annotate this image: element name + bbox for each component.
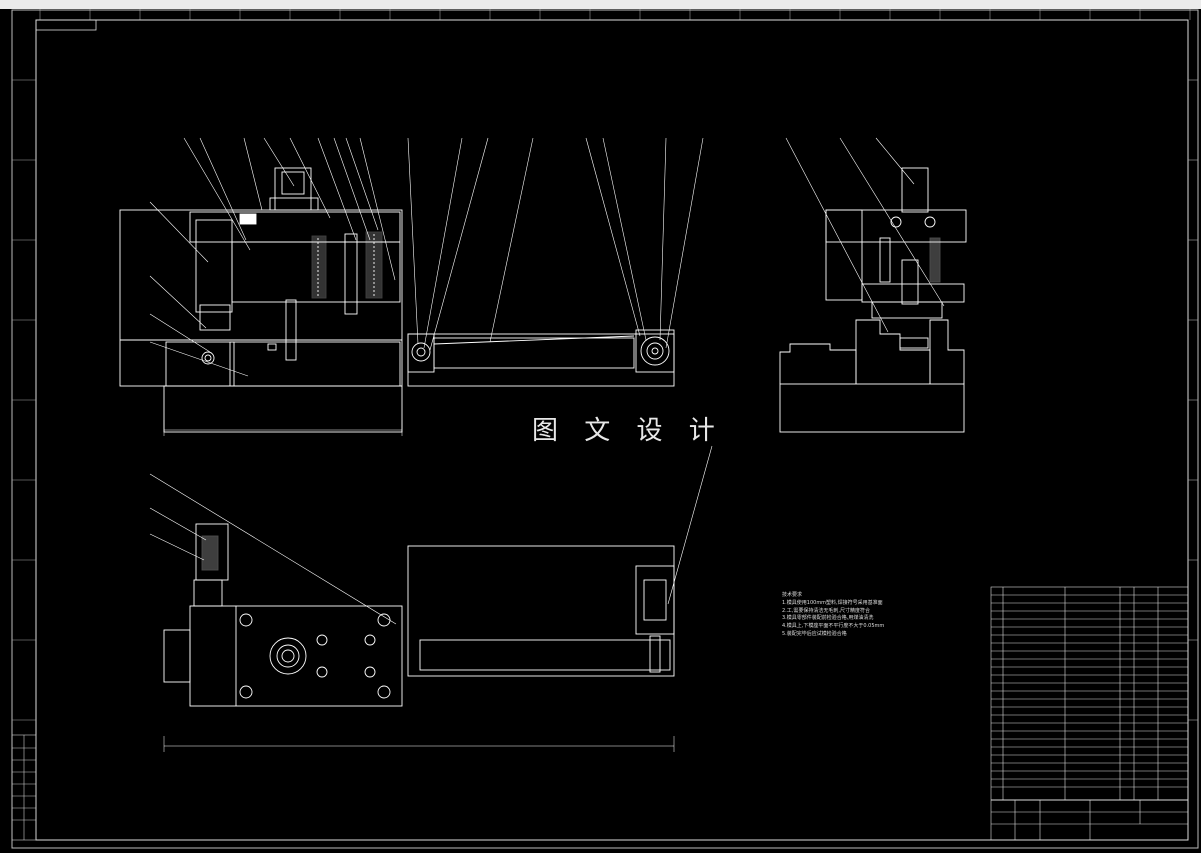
- front-view: [119, 167, 403, 436]
- side-view: [779, 167, 967, 433]
- watermark-text: 图 文 设 计: [532, 416, 724, 446]
- middle-view-leaders: [407, 137, 704, 351]
- right-zone-strip: [1188, 79, 1198, 721]
- technical-requirement-item: 2.工,需要保持清洁无毛刺,尺寸精度符合: [782, 607, 870, 614]
- technical-requirements-title: 技术要求: [782, 592, 803, 598]
- middle-view: [407, 329, 675, 387]
- plan-view-leaders: [149, 445, 713, 625]
- left-stamp-table: [11, 734, 37, 841]
- corner-label-box: [35, 19, 97, 31]
- parts-list-table: [990, 586, 1189, 841]
- plan-view: [163, 523, 675, 752]
- technical-requirement-item: 1.模具使用100mm塑料,焊接符号采用基准面: [782, 599, 883, 606]
- front-view-leaders: [149, 137, 396, 377]
- inner-border: [35, 19, 1189, 841]
- technical-requirement-item: 5.装配完毕后应试模检验合格: [782, 630, 847, 637]
- left-zone-strip: [12, 79, 36, 721]
- technical-requirement-item: 4.模具上,下模座平面不平行度不大于0.05mm: [782, 623, 885, 630]
- side-view-leaders: [785, 137, 945, 333]
- technical-requirements: 技术要求 1.模具使用100mm塑料,焊接符号采用基准面 2.工,需要保持清洁无…: [782, 592, 884, 639]
- technical-requirement-item: 3.模具零部件装配前检验合格,用煤油清洗: [782, 615, 874, 622]
- top-ruler-ticks: [39, 9, 1191, 20]
- outer-border: [11, 9, 1199, 849]
- viewport-top-bar: [0, 0, 1201, 9]
